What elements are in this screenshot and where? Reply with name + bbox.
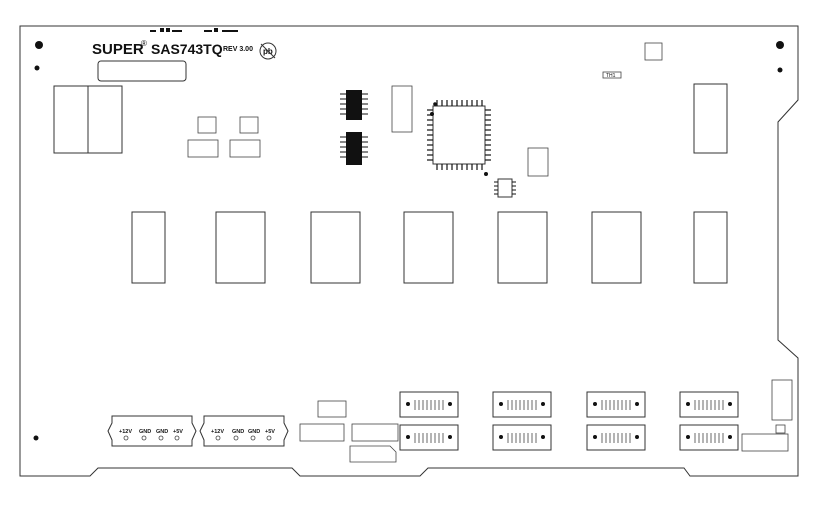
vertical-header bbox=[391, 85, 413, 133]
small-chip-pins bbox=[494, 181, 516, 195]
sas-connector bbox=[679, 424, 739, 451]
drive-bays bbox=[131, 211, 728, 284]
controller-chip bbox=[432, 105, 486, 165]
sas-connector bbox=[492, 424, 552, 451]
pin-label: GND bbox=[248, 429, 260, 435]
mounting-holes bbox=[33, 41, 784, 441]
pin-label: +12V bbox=[211, 429, 224, 435]
brand-logo: SUPER ® SAS743TQ REV 3.00 pb bbox=[92, 39, 277, 82]
sas-connectors bbox=[399, 391, 739, 451]
brand-text: SUPER bbox=[92, 41, 144, 58]
small-chip bbox=[497, 178, 513, 198]
jumper-tag-box bbox=[602, 71, 622, 79]
top-right-jumper bbox=[644, 42, 663, 61]
black-ics bbox=[346, 90, 362, 165]
pin-label: GND bbox=[156, 429, 168, 435]
sas-connector bbox=[586, 391, 646, 418]
drive-bay-1 bbox=[131, 211, 166, 284]
pin-label: +12V bbox=[119, 429, 132, 435]
bottom-headers bbox=[299, 379, 793, 463]
drive-bay-7 bbox=[693, 211, 728, 284]
jumper-tag-text: TH1 bbox=[606, 73, 616, 79]
model-text: SAS743TQ bbox=[151, 41, 223, 57]
jumper-group-left bbox=[187, 116, 261, 158]
drive-bay-2 bbox=[215, 211, 266, 284]
revision-text: REV 3.00 bbox=[223, 46, 253, 53]
sas-connector bbox=[679, 391, 739, 418]
top-silkscreen-marks bbox=[150, 28, 238, 32]
pin-label: +5V bbox=[173, 429, 183, 435]
power-connector-1: +12V GND GND +5V bbox=[107, 415, 197, 447]
sas-connector bbox=[492, 391, 552, 418]
board-outline bbox=[19, 25, 799, 477]
controller-chip-pins bbox=[427, 100, 491, 170]
label-box bbox=[97, 60, 187, 82]
pb-free-icon bbox=[259, 42, 277, 60]
drive-bay-5 bbox=[497, 211, 548, 284]
drive-bay-4 bbox=[403, 211, 454, 284]
registered-mark: ® bbox=[141, 39, 147, 48]
drive-bay-6 bbox=[591, 211, 642, 284]
pin-label: GND bbox=[139, 429, 151, 435]
sas-connector bbox=[399, 391, 459, 418]
right-module bbox=[693, 83, 728, 154]
drive-bay-3 bbox=[310, 211, 361, 284]
ic-pins bbox=[340, 93, 368, 158]
power-connector-2: +12V GND GND +5V bbox=[199, 415, 289, 447]
header-right-of-chip bbox=[527, 147, 549, 177]
sas-connector bbox=[399, 424, 459, 451]
pin-label: GND bbox=[232, 429, 244, 435]
pin-label: +5V bbox=[265, 429, 275, 435]
sas-connector bbox=[586, 424, 646, 451]
